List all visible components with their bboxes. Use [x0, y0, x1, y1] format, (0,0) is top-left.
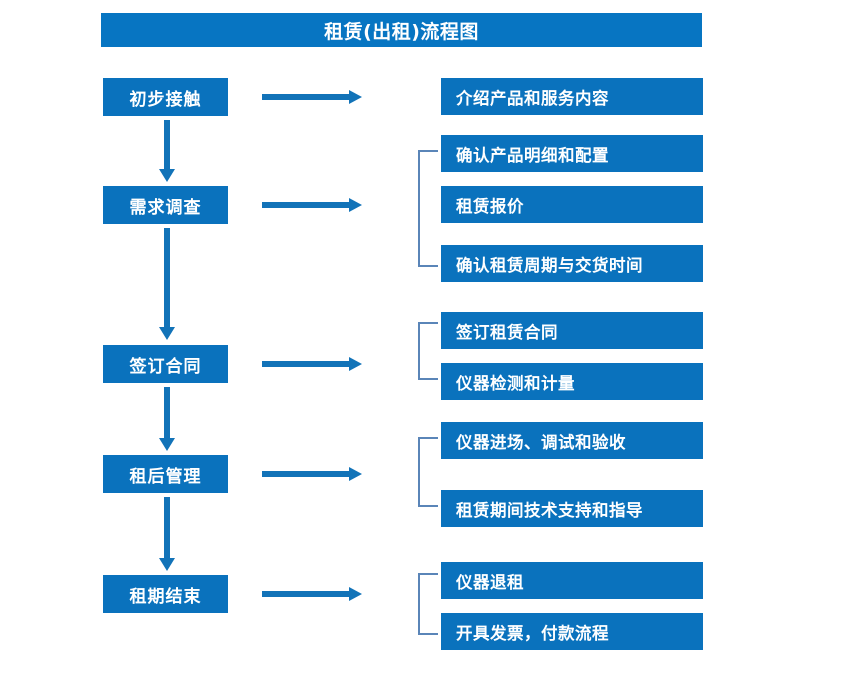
arrow-shaft	[262, 94, 350, 100]
arrow-head	[159, 169, 175, 182]
stage-box-5[interactable]: 租期结束	[103, 575, 228, 613]
right-arrow-icon-5	[262, 587, 362, 601]
right-arrow-icon-4	[262, 467, 362, 481]
bracket-icon-4	[418, 573, 438, 635]
arrow-shaft	[164, 228, 170, 328]
arrow-shaft	[164, 387, 170, 439]
detail-box-9[interactable]: 仪器退租	[441, 562, 703, 599]
detail-box-1[interactable]: 介绍产品和服务内容	[441, 78, 703, 115]
detail-box-10[interactable]: 开具发票，付款流程	[441, 613, 703, 650]
detail-box-3[interactable]: 租赁报价	[441, 186, 703, 223]
bracket-icon-3	[418, 437, 438, 507]
detail-box-7[interactable]: 仪器进场、调试和验收	[441, 422, 703, 459]
right-arrow-icon-1	[262, 90, 362, 104]
down-arrow-icon-3	[159, 387, 175, 451]
arrow-head	[349, 90, 362, 104]
arrow-head	[349, 587, 362, 601]
detail-box-8[interactable]: 租赁期间技术支持和指导	[441, 490, 703, 527]
stage-box-1[interactable]: 初步接触	[103, 78, 228, 116]
right-arrow-icon-3	[262, 357, 362, 371]
down-arrow-icon-1	[159, 120, 175, 182]
bracket-icon-1	[418, 150, 438, 267]
down-arrow-icon-2	[159, 228, 175, 340]
arrow-head	[159, 438, 175, 451]
detail-box-4[interactable]: 确认租赁周期与交货时间	[441, 245, 703, 282]
detail-box-6[interactable]: 仪器检测和计量	[441, 363, 703, 400]
stage-box-4[interactable]: 租后管理	[103, 455, 228, 493]
arrow-shaft	[262, 471, 350, 477]
stage-box-3[interactable]: 签订合同	[103, 345, 228, 383]
arrow-shaft	[164, 497, 170, 559]
arrow-head	[349, 357, 362, 371]
arrow-shaft	[262, 361, 350, 367]
arrow-head	[349, 467, 362, 481]
bracket-icon-2	[418, 322, 438, 380]
arrow-head	[159, 558, 175, 571]
detail-box-2[interactable]: 确认产品明细和配置	[441, 135, 703, 172]
arrow-shaft	[262, 202, 350, 208]
arrow-shaft	[164, 120, 170, 170]
arrow-head	[159, 327, 175, 340]
arrow-head	[349, 198, 362, 212]
detail-box-5[interactable]: 签订租赁合同	[441, 312, 703, 349]
stage-box-2[interactable]: 需求调查	[103, 186, 228, 224]
right-arrow-icon-2	[262, 198, 362, 212]
arrow-shaft	[262, 591, 350, 597]
page-title: 租赁(出租)流程图	[101, 13, 702, 47]
down-arrow-icon-4	[159, 497, 175, 571]
